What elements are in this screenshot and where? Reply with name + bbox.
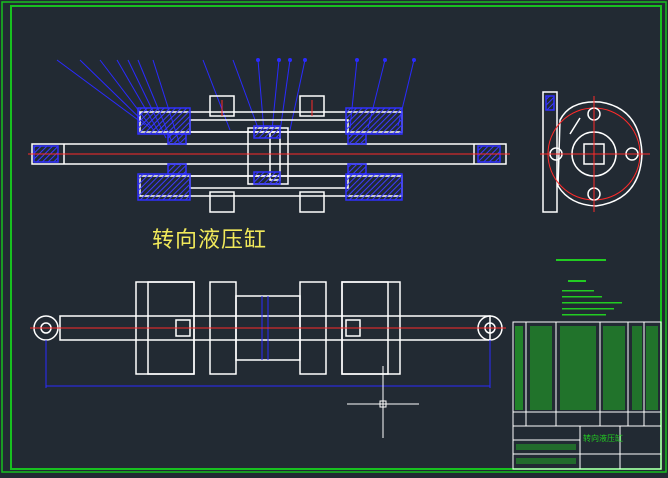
section-view [28, 58, 510, 213]
end-view [540, 91, 650, 213]
title-block [512, 321, 662, 470]
inner-frame [10, 5, 662, 470]
parts-list-rows [515, 326, 658, 464]
plan-view [30, 281, 506, 388]
drawing-title: 转向液压缸 [152, 228, 268, 253]
technical-notes [556, 259, 622, 316]
crosshair-cursor-icon [347, 366, 419, 438]
title-block-name: 转向液压缸 [583, 434, 623, 443]
